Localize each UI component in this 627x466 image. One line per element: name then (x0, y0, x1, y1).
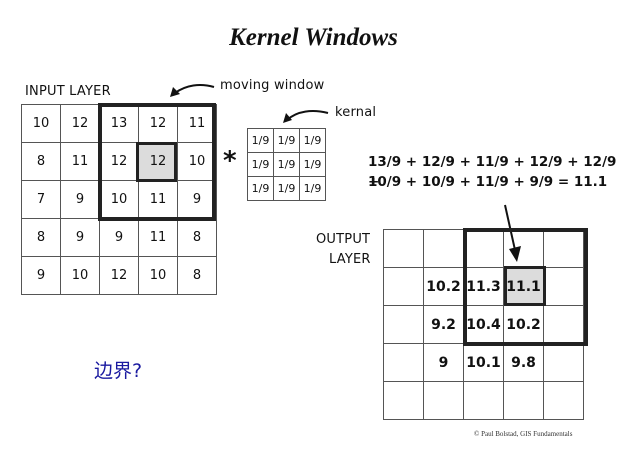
output-grid-cell: 9.8 (503, 343, 544, 382)
kernel-grid-cell: 1/9 (273, 152, 300, 177)
input-grid-cell: 11 (177, 104, 217, 143)
input-grid-cell: 8 (177, 218, 217, 257)
input-grid-cell: 10 (177, 142, 217, 181)
output-grid-cell (463, 381, 504, 420)
output-grid-cell (543, 381, 584, 420)
output-grid-cell (383, 305, 424, 344)
input-layer-label: INPUT LAYER (25, 84, 111, 99)
boundary-question: 边界? (94, 360, 143, 382)
kernel-grid-cell: 1/9 (273, 176, 300, 201)
output-grid-cell (543, 267, 584, 306)
kernal-arrowhead (283, 113, 292, 123)
kernel-grid-cell: 1/9 (273, 128, 300, 153)
moving-window-arrowhead (170, 87, 180, 97)
input-grid-cell: 10 (21, 104, 61, 143)
moving-window-arrow (174, 84, 215, 94)
output-grid-cell: 10.4 (463, 305, 504, 344)
input-grid-cell: 7 (21, 180, 61, 219)
input-grid-cell: 9 (60, 180, 100, 219)
output-label-line1: OUTPUT (316, 232, 371, 247)
output-grid-cell (383, 381, 424, 420)
page-title: Kernel Windows (229, 24, 398, 51)
input-grid-cell: 8 (21, 142, 61, 181)
input-grid-cell: 9 (177, 180, 217, 219)
copyright-credit: © Paul Bolstad, GIS Fundamentals (474, 430, 573, 438)
output-grid-cell (423, 229, 464, 268)
input-grid-cell: 11 (138, 180, 178, 219)
output-grid-cell: 9.2 (423, 305, 464, 344)
input-grid-cell: 9 (99, 218, 139, 257)
equation-line-1: 13/9 + 12/9 + 11/9 + 12/9 + 12/9 + (368, 154, 617, 190)
input-grid-cell: 12 (99, 256, 139, 295)
output-grid-cell (383, 343, 424, 382)
output-grid-cell: 11.1 (503, 267, 544, 306)
input-grid-cell: 12 (138, 142, 178, 181)
output-grid-cell: 11.3 (463, 267, 504, 306)
kernel-grid-cell: 1/9 (247, 152, 274, 177)
input-grid-cell: 10 (99, 180, 139, 219)
output-grid-cell (543, 229, 584, 268)
input-grid-cell: 10 (60, 256, 100, 295)
input-grid-cell: 11 (60, 142, 100, 181)
input-grid-cell: 8 (21, 218, 61, 257)
output-grid-cell: 10.1 (463, 343, 504, 382)
kernel-grid-cell: 1/9 (247, 176, 274, 201)
input-grid-cell: 10 (138, 256, 178, 295)
output-grid-cell (503, 381, 544, 420)
output-grid-cell: 10.2 (423, 267, 464, 306)
output-grid-cell (383, 229, 424, 268)
input-grid-cell: 8 (177, 256, 217, 295)
input-grid-cell: 12 (60, 104, 100, 143)
kernal-label: kernal (335, 105, 377, 120)
output-grid-cell (543, 343, 584, 382)
output-grid-row (383, 229, 584, 268)
kernel-grid-cell: 1/9 (299, 176, 326, 201)
input-grid-cell: 12 (99, 142, 139, 181)
output-grid-cell: 10.2 (503, 305, 544, 344)
input-grid-cell: 11 (138, 218, 178, 257)
kernel-grid-cell: 1/9 (299, 128, 326, 153)
output-label-line2: LAYER (329, 252, 371, 267)
convolution-operator: * (223, 146, 237, 176)
output-grid-cell: 9 (423, 343, 464, 382)
kernal-arrow (286, 110, 329, 121)
kernel-grid-cell: 1/9 (247, 128, 274, 153)
input-grid-cell: 12 (138, 104, 178, 143)
output-grid-row (383, 381, 584, 420)
output-grid-cell (503, 229, 544, 268)
input-grid-cell: 9 (21, 256, 61, 295)
equation-line-2: 10/9 + 10/9 + 11/9 + 9/9 = 11.1 (368, 174, 608, 190)
kernel-grid-cell: 1/9 (299, 152, 326, 177)
moving-window-label: moving window (220, 78, 325, 93)
output-grid-cell (423, 381, 464, 420)
input-grid-cell: 13 (99, 104, 139, 143)
output-grid-cell (463, 229, 504, 268)
output-grid-cell (543, 305, 584, 344)
input-grid-cell: 9 (60, 218, 100, 257)
output-grid-cell (383, 267, 424, 306)
